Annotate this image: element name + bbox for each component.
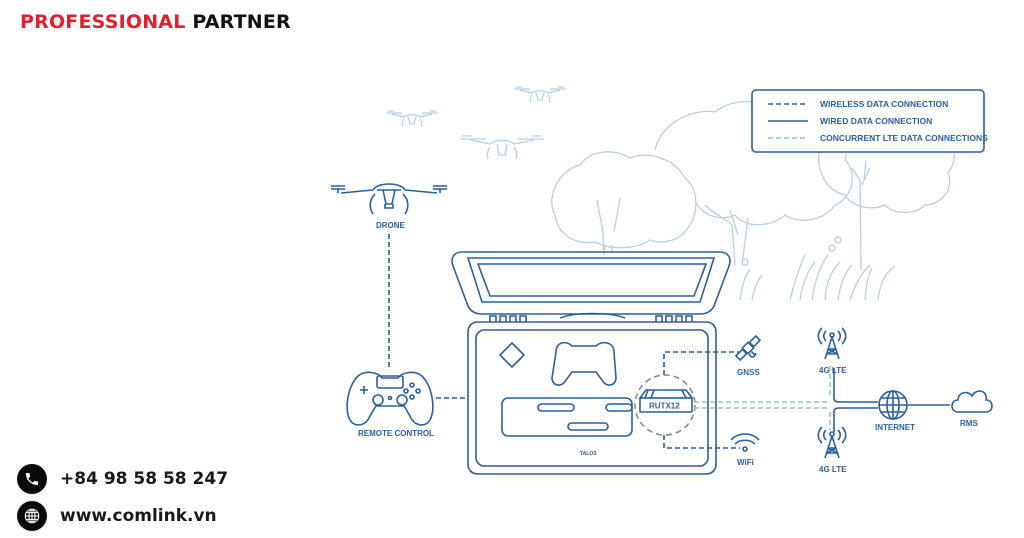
wifi-icon [730,433,760,452]
case-lid [451,251,731,322]
drone-icon [331,183,447,215]
lte-tower-bottom-icon [817,426,847,459]
router-highlight-circle [634,374,696,436]
case-body [467,321,717,475]
drone-label: DRONE [376,221,406,230]
lte-top-label: 4G LTE [819,366,847,375]
brand-title-black: PARTNER [192,11,291,33]
globe-icon [17,501,47,531]
satellite-icon [734,334,762,362]
case-label: TALOS [580,451,597,457]
wired-links [833,368,950,432]
internet-label: INTERNET [875,423,915,432]
internet-globe-icon [878,390,908,420]
brand-title: PROFESSIONAL PARTNER [20,11,291,33]
contact-website[interactable]: www.comlink.vn [17,501,217,531]
router-label: RUTX12 [649,402,680,411]
website-link: www.comlink.vn [60,506,217,526]
contact-phone[interactable]: +84 98 58 58 247 [17,464,228,494]
phone-number: +84 98 58 58 247 [60,469,229,489]
router-to-wifi-link [663,435,740,449]
background-trees [551,101,956,301]
legend-wired-label: WIRED DATA CONNECTION [820,116,932,126]
lte-tower-top-icon [817,327,847,360]
legend-lte-label: CONCURRENT LTE DATA CONNECTIONS [820,133,988,143]
remote-control-label: REMOTE CONTROL [358,429,434,438]
brand-title-red: PROFESSIONAL [20,11,186,33]
wifi-label: WiFi [737,458,754,467]
gamepad-icon [346,371,434,426]
background-drones [386,86,566,160]
legend: WIRELESS DATA CONNECTION WIRED DATA CONN… [751,89,988,153]
router-to-gnss-link [663,351,740,375]
rms-label: RMS [960,419,978,428]
cloud-icon [951,390,993,413]
router-icon [638,389,694,413]
lte-links [694,366,831,430]
lte-bottom-label: 4G LTE [819,465,847,474]
phone-icon [17,464,47,494]
gnss-label: GNSS [737,368,760,377]
legend-wireless-label: WIRELESS DATA CONNECTION [820,99,948,109]
